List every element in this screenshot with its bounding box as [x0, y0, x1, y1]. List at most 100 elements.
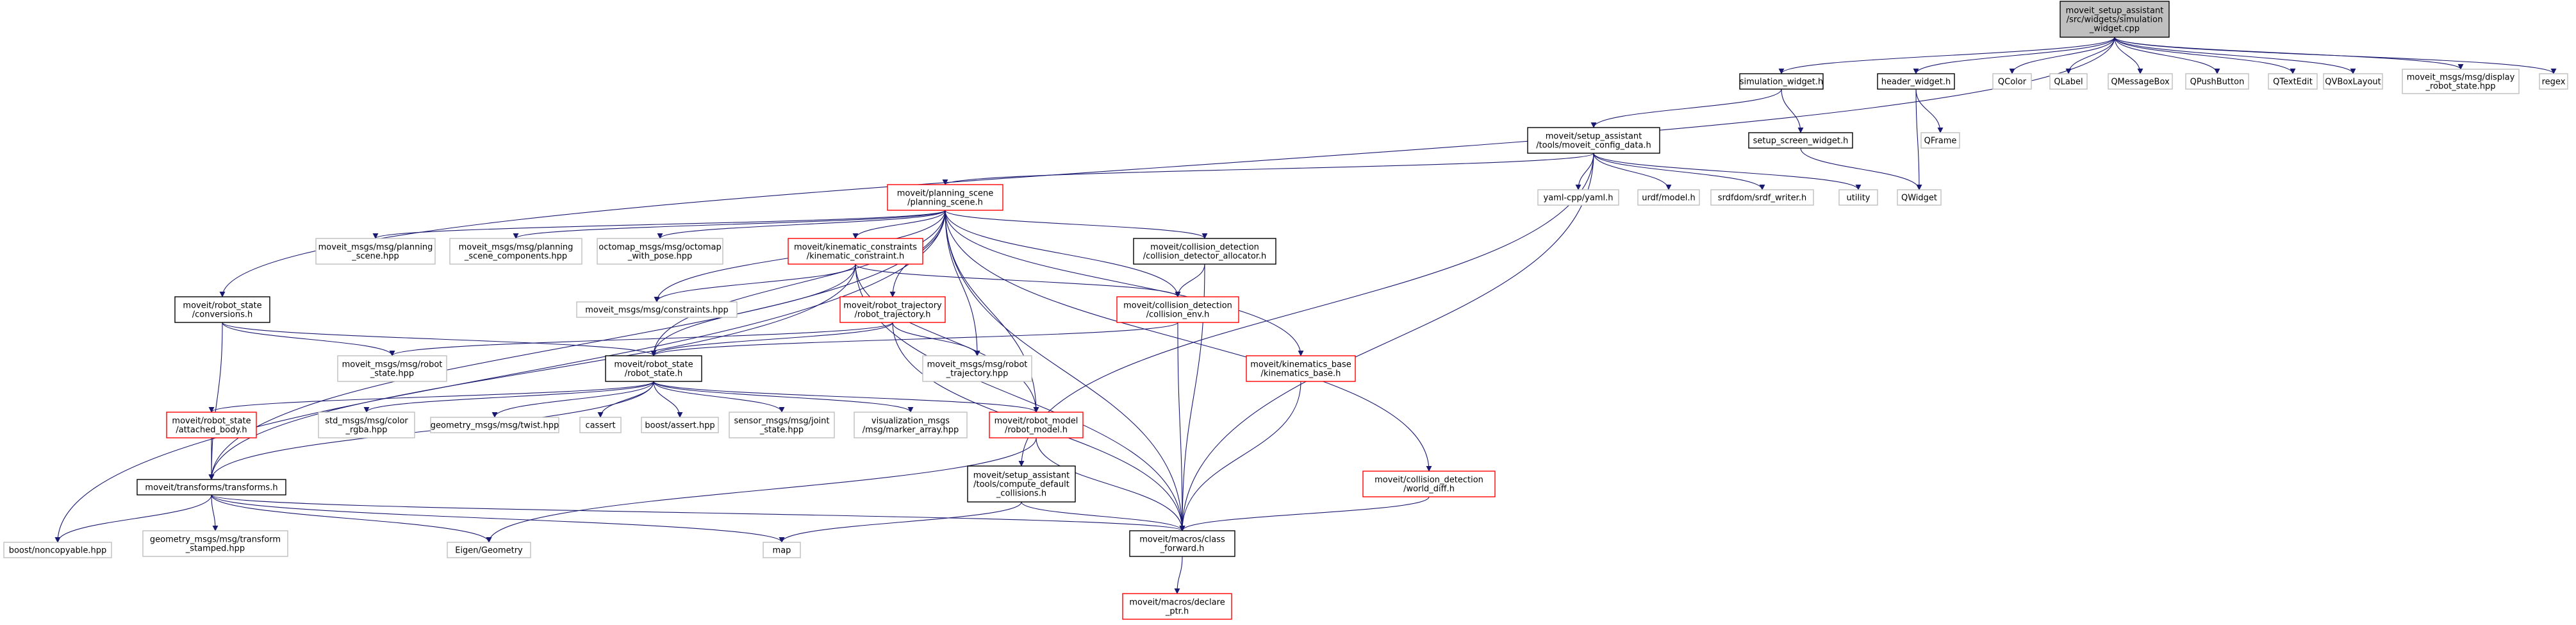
node-header-widget[interactable]: header_widget.h — [1877, 73, 1955, 90]
node-box — [430, 417, 559, 433]
node-srdf-writer[interactable]: srdfdom/srdf_writer.h — [1710, 189, 1814, 206]
node-label: regex — [2542, 78, 2566, 87]
node-box — [967, 465, 1076, 503]
edge-moveit_config_data-to-utility — [1593, 153, 1862, 190]
node-qtextedit[interactable]: QTextEdit — [2268, 73, 2318, 90]
node-collision-detector-allocator[interactable]: moveit/collision_detection/collision_det… — [1133, 238, 1276, 265]
node-label: moveit_msgs/msg/constraints.hpp — [585, 306, 729, 315]
node-attached-body[interactable]: moveit/robot_state/attached_body.h — [166, 412, 257, 438]
node-box — [1920, 132, 1960, 149]
node-qpushbutton[interactable]: QPushButton — [2185, 73, 2249, 90]
edge-moveit_config_data-to-planning_scene — [942, 153, 1594, 185]
edge-line — [1179, 153, 1594, 531]
edge-root-to-header_widget — [1913, 37, 2115, 74]
node-map[interactable]: map — [763, 542, 801, 558]
edge-line — [1036, 437, 1185, 531]
node-label: header_widget.h — [1881, 78, 1951, 87]
node-planning-scene[interactable]: moveit/planning_scene/planning_scene.h — [887, 184, 1003, 211]
node-qvboxlayout[interactable]: QVBoxLayout — [2323, 73, 2383, 90]
node-msg-planning-scene[interactable]: moveit_msgs/msg/planning_scene.hpp — [315, 238, 436, 265]
node-label: std_msgs/msg/color — [325, 417, 408, 426]
node-robot-trajectory[interactable]: moveit/robot_trajectory/robot_trajectory… — [839, 296, 946, 323]
edge-planning_scene-to-kinematics_base — [945, 210, 1304, 356]
node-kinematics-base[interactable]: moveit/kinematics_base/kinematics_base.h — [1246, 355, 1356, 382]
node-conversions[interactable]: moveit/robot_state/conversions.h — [174, 296, 270, 323]
node-label: moveit_msgs/msg/planning — [318, 243, 433, 253]
node-twist[interactable]: geometry_msgs/msg/twist.hpp — [430, 417, 559, 433]
node-compute-default-collisions[interactable]: moveit/setup_assistant/tools/compute_def… — [967, 465, 1076, 503]
edge-line — [2114, 37, 2296, 74]
node-transform-stamped[interactable]: geometry_msgs/msg/transform_stamped.hpp — [142, 530, 288, 557]
node-label: /collision_env.h — [1146, 310, 1210, 320]
edge-root-to-simulation_widget — [1778, 37, 2115, 74]
node-box — [2402, 69, 2520, 94]
edge-line — [657, 210, 946, 239]
node-label: srdfdom/srdf_writer.h — [1718, 194, 1806, 203]
edge-planning_scene-to-noncopyable — [54, 210, 946, 543]
edge-line — [654, 263, 856, 303]
edge-compute_default_collisions-to-class_forward — [1021, 501, 1185, 531]
edge-compute_default_collisions-to-map — [779, 501, 1022, 543]
node-msg-robot-state[interactable]: moveit_msgs/msg/robot_state.hpp — [337, 355, 447, 382]
node-urdf-model[interactable]: urdf/model.h — [1637, 189, 1700, 206]
node-setup-screen-widget[interactable]: setup_screen_widget.h — [1748, 132, 1853, 149]
node-color-rgba[interactable]: std_msgs/msg/color_rgba.hpp — [318, 412, 415, 438]
node-box — [3, 542, 112, 558]
node-boost-assert[interactable]: boost/assert.hpp — [641, 417, 719, 433]
edge-class_forward-to-declare_ptr — [1174, 556, 1183, 594]
node-display-robot-state[interactable]: moveit_msgs/msg/display_robot_state.hpp — [2402, 69, 2520, 94]
node-box — [1537, 189, 1619, 206]
edge-robot_state-to-marker_array — [653, 381, 914, 413]
node-constraints[interactable]: moveit_msgs/msg/constraints.hpp — [576, 301, 738, 318]
edge-robot_state-to-robot_model — [653, 381, 1039, 413]
node-qcolor[interactable]: QColor — [1992, 73, 2032, 90]
node-msg-robot-trajectory[interactable]: moveit_msgs/msg/robot_trajectory.hpp — [922, 355, 1032, 382]
node-moveit-config-data[interactable]: moveit/setup_assistant/tools/moveit_conf… — [1527, 127, 1660, 154]
node-class-forward[interactable]: moveit/macros/class_forward.h — [1129, 530, 1235, 557]
node-label: moveit/setup_assistant — [1546, 132, 1642, 142]
node-kinematic-constraint[interactable]: moveit/kinematic_constraints/kinematic_c… — [788, 238, 923, 265]
edge-line — [650, 322, 1178, 356]
node-transforms[interactable]: moveit/transforms/transforms.h — [136, 479, 286, 496]
node-label: moveit_setup_assistant — [2066, 6, 2164, 16]
node-label: /src/widgets/simulation — [2067, 15, 2163, 25]
node-box — [1246, 355, 1356, 382]
node-root[interactable]: moveit_setup_assistant/src/widgets/simul… — [2060, 1, 2170, 38]
node-qwidget[interactable]: QWidget — [1897, 189, 1942, 206]
node-label: /msg/marker_array.hpp — [863, 426, 959, 435]
node-planning-scene-components[interactable]: moveit_msgs/msg/planning_scene_component… — [449, 238, 582, 265]
node-box — [788, 238, 923, 265]
node-label: /robot_state.h — [625, 369, 683, 379]
node-collision-env[interactable]: moveit/collision_detection/collision_env… — [1116, 296, 1239, 323]
node-simulation-widget[interactable]: simulation_widget.h — [1739, 73, 1824, 90]
edge-planning_scene-to-robot_state — [650, 210, 946, 356]
edge-collision_env-to-robot_state — [650, 322, 1178, 356]
node-robot-model[interactable]: moveit/robot_model/robot_model.h — [989, 412, 1084, 438]
node-label: _forward.h — [1160, 544, 1205, 554]
node-qmessagebox[interactable]: QMessageBox — [2108, 73, 2173, 90]
node-label: _ptr.h — [1165, 607, 1189, 617]
edge-line — [597, 381, 654, 418]
node-world-diff[interactable]: moveit/collision_detection/world_diff.h — [1362, 471, 1496, 497]
edge-line — [650, 322, 893, 356]
node-box — [2323, 73, 2383, 90]
node-joint-state[interactable]: sensor_msgs/msg/joint_state.hpp — [729, 412, 835, 438]
node-marker-array[interactable]: visualization_msgs/msg/marker_array.hpp — [854, 412, 968, 438]
node-eigen-geometry[interactable]: Eigen/Geometry — [447, 542, 531, 558]
edge-collision_env-to-class_forward — [1177, 322, 1185, 531]
node-declare-ptr[interactable]: moveit/macros/declare_ptr.h — [1122, 593, 1232, 620]
node-qframe[interactable]: QFrame — [1920, 132, 1960, 149]
node-noncopyable[interactable]: boost/noncopyable.hpp — [3, 542, 112, 558]
node-octomap-with-pose[interactable]: octomap_msgs/msg/octomap_with_pose.hpp — [597, 238, 723, 265]
edge-robot_trajectory-to-msg_robot_trajectory — [892, 322, 980, 356]
node-utility[interactable]: utility — [1838, 189, 1878, 206]
edge-planning_scene-to-collision_detector_allocator — [945, 210, 1208, 239]
node-qlabel[interactable]: QLabel — [2049, 73, 2088, 90]
edge-conversions-to-transforms — [208, 322, 223, 480]
node-cassert[interactable]: cassert — [579, 417, 622, 433]
node-box — [989, 412, 1084, 438]
node-label: moveit/macros/declare — [1129, 598, 1225, 608]
node-robot-state[interactable]: moveit/robot_state/robot_state.h — [605, 355, 702, 382]
node-yaml[interactable]: yaml-cpp/yaml.h — [1537, 189, 1619, 206]
node-regex[interactable]: regex — [2539, 73, 2568, 90]
